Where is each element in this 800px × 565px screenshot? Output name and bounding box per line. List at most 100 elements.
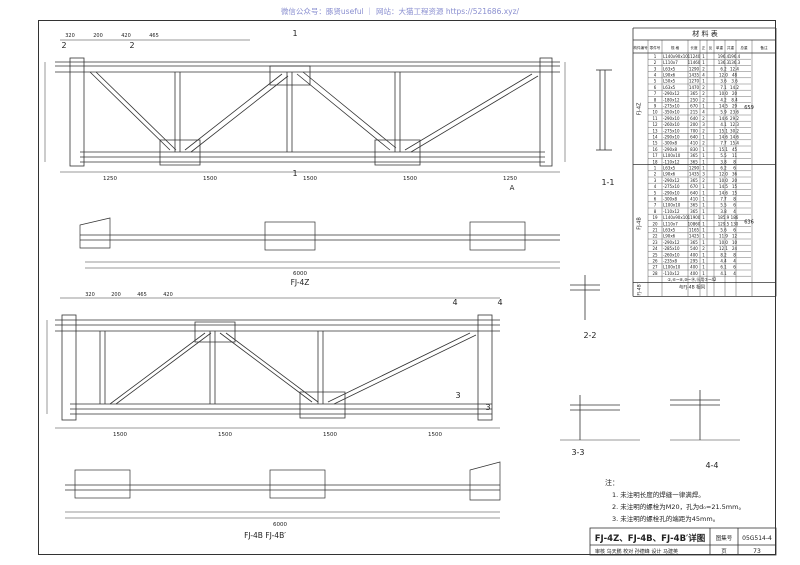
table-cell: 365	[690, 209, 698, 214]
note-item: 2. 未注明的螺栓为M20，孔为d₀=21.5mm。	[612, 502, 745, 511]
table-cell: 1	[702, 203, 705, 208]
table-cell: 1	[702, 215, 705, 220]
table-cell: 6.1	[720, 265, 727, 270]
dimension-label: 320	[65, 33, 75, 39]
table-cell: 1	[702, 60, 705, 65]
table-header: 反	[709, 45, 713, 50]
section-mark: A	[510, 184, 515, 192]
table-cell: 6	[654, 197, 657, 202]
table-cell: 400	[690, 252, 698, 257]
table-cell: 21	[652, 228, 658, 233]
dimension-label: 465	[149, 33, 159, 39]
table-cell: 12.1	[719, 246, 728, 251]
table-cell: 29.2	[730, 116, 739, 121]
table-cell: 4	[733, 209, 736, 214]
table-cell: 2	[654, 172, 657, 177]
section-2-2-label: 2-2	[583, 331, 596, 340]
table-cell: L90x6	[663, 73, 676, 78]
table-cell: -290x12	[663, 91, 680, 96]
note-item: 1. 未注明长度的焊缝一律满焊。	[612, 490, 705, 499]
fj4b-plan-strip	[65, 461, 501, 519]
table-cell: 6	[733, 265, 736, 270]
fj4z-plan-strip	[79, 217, 560, 269]
table-cell: 2	[702, 246, 705, 251]
dimension-label: 1500	[428, 432, 442, 438]
table-header: 共重	[727, 45, 735, 50]
table-cell: 14.6	[719, 190, 728, 195]
group-label: FJ-4B	[637, 217, 643, 230]
table-cell: 8	[733, 197, 736, 202]
table-cell: L110x7	[663, 221, 678, 226]
dimension-label: 1500	[218, 432, 232, 438]
table-cell: -110x12	[663, 209, 680, 214]
watermark-text: 微信公众号：豚贤useful ｜ 网站：大猫工程资源 https://52168…	[280, 7, 520, 16]
table-cell: 410	[690, 141, 698, 146]
table-cell: 11900	[688, 215, 701, 220]
page-number: 73	[753, 548, 761, 555]
table-cell: -290x12	[663, 240, 680, 245]
elevation-fj4b	[46, 297, 500, 429]
fj4z-label: FJ-4Z	[291, 278, 310, 287]
table-cell: 7	[654, 91, 657, 96]
table-cell: 4	[654, 73, 657, 78]
table-cell: 186	[731, 215, 739, 220]
table-cell: 1	[702, 197, 705, 202]
dimension-label: 1500	[403, 176, 417, 182]
dimension-label: 6000	[273, 522, 287, 528]
table-cell: -290x10	[663, 116, 680, 121]
table-cell: 4.1	[720, 122, 727, 127]
table-cell: -285x10	[663, 246, 680, 251]
table-cell: 14.5	[719, 104, 728, 109]
table-cell: -290x10	[663, 190, 680, 195]
table-cell: 4	[733, 259, 736, 264]
table-cell: 15.1	[719, 147, 728, 152]
table-cell: 410	[690, 197, 698, 202]
table-cell: 10860	[688, 221, 701, 226]
drawing-frame	[38, 20, 776, 555]
table-cell: -235x8	[663, 259, 677, 264]
table-cell: 48	[732, 73, 738, 78]
table-cell: 1290	[689, 166, 700, 171]
table-cell: 45	[732, 147, 738, 152]
table-cell: 2	[702, 97, 705, 102]
table-header: 零件号	[650, 45, 661, 50]
table-cell: 4	[702, 110, 705, 115]
dimension-label: 200	[111, 292, 121, 298]
table-cell: 1	[702, 135, 705, 140]
dimension-label: 1250	[103, 176, 117, 182]
table-cell: 700	[690, 128, 698, 133]
table-cell: 1	[702, 147, 705, 152]
table-cell: 185.9	[718, 215, 730, 220]
table-cell: 4.4	[720, 259, 727, 264]
table-cell: 1	[702, 159, 705, 164]
table-cell: 4	[654, 184, 657, 189]
title-block	[589, 527, 777, 556]
table-cell: -275x10	[663, 128, 680, 133]
table-cell: -180x12	[663, 97, 680, 102]
table-cell: -290x10	[663, 135, 680, 140]
table-cell: 6	[733, 228, 736, 233]
group-total: 659	[744, 105, 754, 111]
table-cell: 8	[654, 209, 657, 214]
table-cell: 1	[702, 228, 705, 233]
table-cell: 1	[702, 209, 705, 214]
table-cell: 365	[690, 240, 698, 245]
table-cell: -110x12	[663, 271, 680, 276]
table-cell: 14.6	[719, 135, 728, 140]
table-cell: -290x8	[663, 147, 677, 152]
table-cell: 15.4	[730, 141, 739, 146]
table-cell: 5.5	[720, 203, 727, 208]
table-cell: 10.0	[719, 178, 728, 183]
table-cell: 12.0	[719, 172, 728, 177]
dimension-label: 465	[137, 292, 147, 298]
table-cell: 20	[732, 178, 738, 183]
table-cell: 640	[690, 190, 698, 195]
table-cell: 14.5	[719, 184, 728, 189]
table-cell: 640	[690, 135, 698, 140]
table-cell: 2	[702, 116, 705, 121]
table-cell: 12.4	[730, 66, 739, 71]
table-cell: 27	[652, 265, 658, 270]
table-cell: 130	[731, 221, 739, 226]
table-cell: 8.4	[731, 97, 738, 102]
